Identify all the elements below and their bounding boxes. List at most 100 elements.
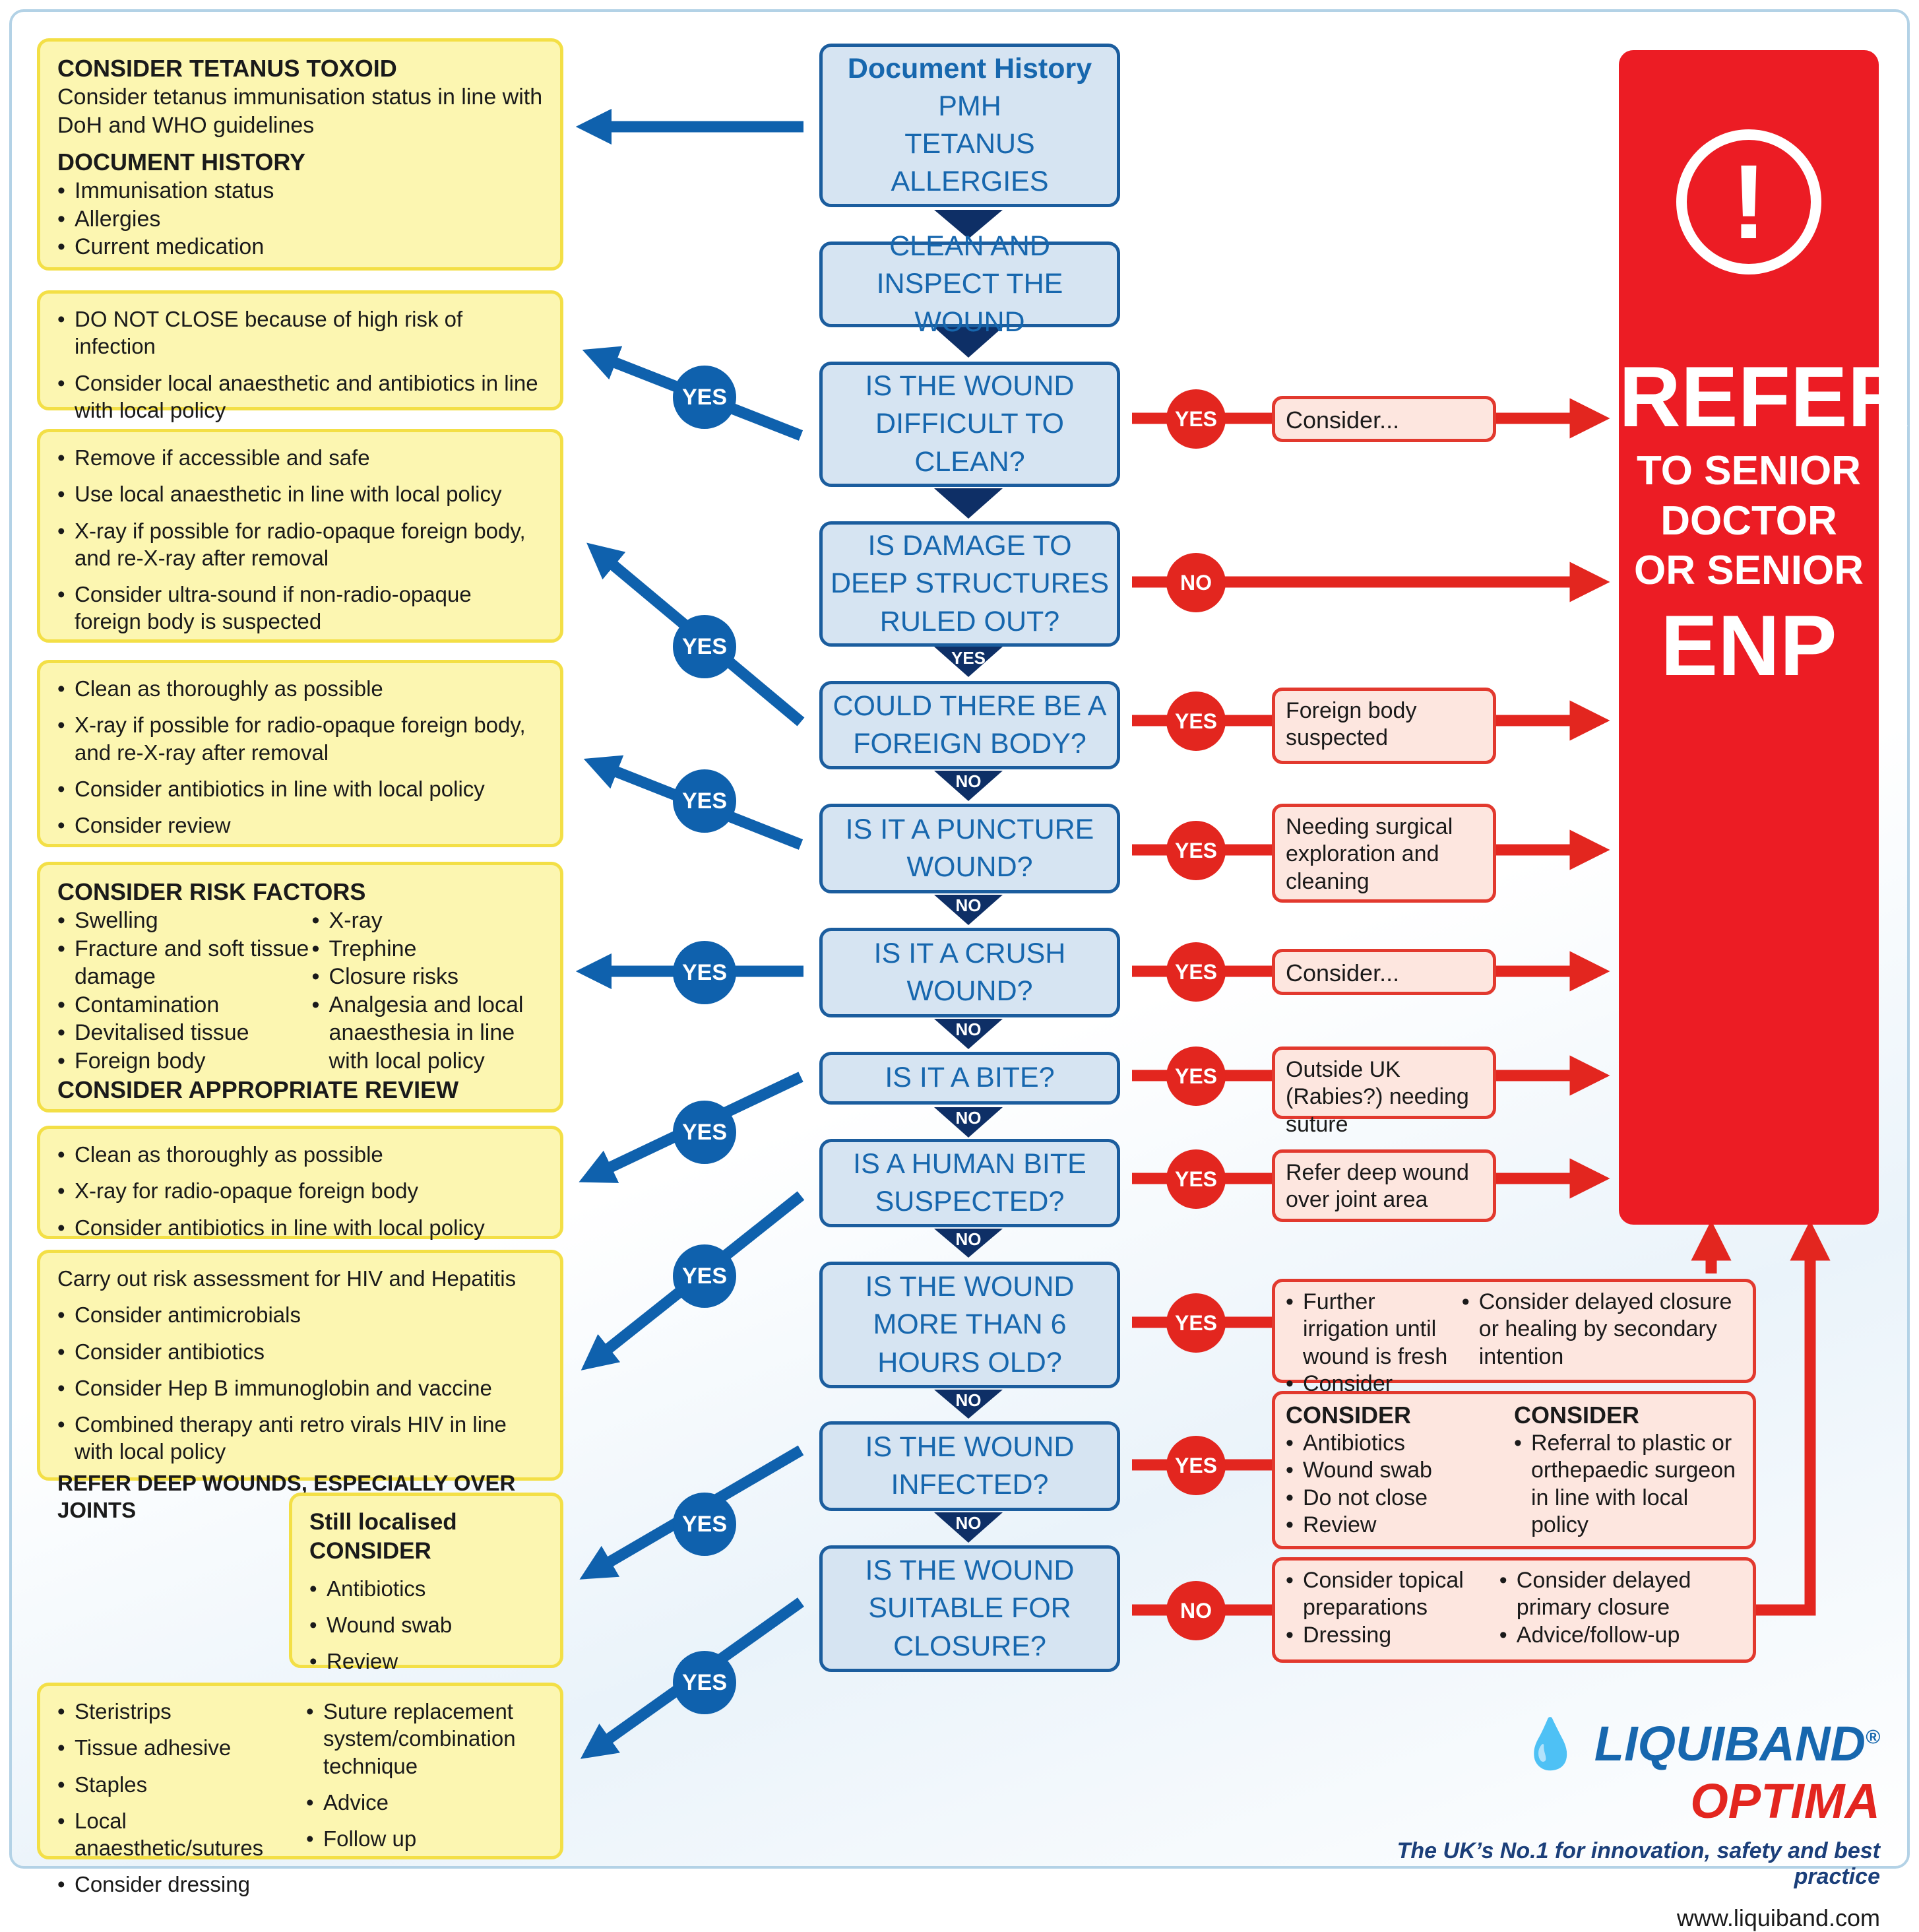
question-line: IS IT A PUNCTURE — [845, 813, 1094, 845]
list-item: Foreign body — [57, 1047, 312, 1076]
box-foreign-body-removal: Remove if accessible and safe Use local … — [37, 429, 563, 643]
yes-badge: YES — [1166, 1436, 1226, 1495]
no-badge: NO — [1166, 553, 1226, 612]
question-line: CLOSURE? — [893, 1630, 1046, 1662]
down-connector-9 — [934, 1229, 1003, 1258]
question-suitable-for-closure: IS THE WOUND SUITABLE FOR CLOSURE? — [819, 1545, 1120, 1672]
note-rabies: Outside UK (Rabies?) needing suture — [1272, 1046, 1496, 1137]
box-risk-factors: CONSIDER RISK FACTORS Swelling Fracture … — [37, 862, 563, 1112]
list-item: Consider review — [57, 812, 543, 839]
question-line: DEEP STRUCTURES — [830, 567, 1110, 600]
question-line: CLEAN AND — [889, 230, 1050, 263]
question-line: DIFFICULT TO — [875, 408, 1064, 440]
list-item: Dressing — [1286, 1622, 1499, 1650]
box-tetanus-history: CONSIDER TETANUS TOXOID Consider tetanus… — [37, 38, 563, 271]
list-item: Consider local anaesthetic and antibioti… — [57, 370, 543, 424]
box-heading: REFER DEEP WOUNDS, ESPECIALLY OVER JOINT… — [57, 1470, 516, 1522]
question-foreign-body: COULD THERE BE A FOREIGN BODY? — [819, 681, 1120, 769]
box-puncture-care: Clean as thoroughly as possible X-ray if… — [37, 660, 563, 847]
list-item: Consider ultra-sound if non-radio-opaque… — [57, 581, 543, 635]
list-item: Consider dressing — [57, 1871, 306, 1898]
list-item: Fracture and soft tissue damage — [57, 935, 312, 991]
box-closure-options: Steristrips Tissue adhesive Staples Loca… — [37, 1683, 563, 1898]
list-item: Consider antibiotics in line with local … — [57, 775, 543, 803]
list-item: Analgesia and local anaesthesia in line … — [312, 991, 543, 1076]
question-line: IS IT A CRUSH — [873, 937, 1066, 969]
list-item: Trephine — [312, 935, 543, 963]
list-item: Steristrips — [57, 1698, 306, 1725]
list-item: Antibiotics — [1286, 1430, 1514, 1458]
yes-badge: YES — [1166, 821, 1226, 880]
refer-line: DOCTOR — [1660, 498, 1837, 544]
list-item: Consider antibiotics — [57, 1338, 543, 1366]
question-line: IS A HUMAN BITE — [853, 1147, 1086, 1180]
yes-badge: YES — [673, 615, 736, 678]
question-line: TETANUS — [904, 128, 1035, 160]
list-item: Combined therapy anti retro virals HIV i… — [57, 1411, 543, 1465]
question-line: HOURS OLD? — [877, 1346, 1062, 1378]
list-item: Consider antimicrobials — [57, 1301, 543, 1329]
list-item: Antibiotics — [309, 1575, 543, 1603]
warning-icon: ! — [1676, 129, 1821, 274]
box-bite-care: Clean as thoroughly as possible X-ray fo… — [37, 1126, 563, 1241]
registered-mark: ® — [1865, 1726, 1880, 1749]
brand-logo: 💧 LIQUIBAND® OPTIMA The UK’s No.1 for in… — [1333, 1716, 1880, 1932]
question-difficult-to-clean: IS THE WOUND DIFFICULT TO CLEAN? — [819, 362, 1120, 487]
question-line: IS DAMAGE TO — [867, 530, 1072, 562]
list-item: Immunisation status — [57, 177, 543, 205]
down-connector-6 — [934, 895, 1003, 925]
question-more-than-6-hours: IS THE WOUND MORE THAN 6 HOURS OLD? — [819, 1262, 1120, 1388]
question-line: FOREIGN BODY? — [853, 728, 1086, 759]
yes-badge: YES — [1166, 942, 1226, 1002]
yes-badge: YES — [673, 769, 736, 833]
list-item: Review — [309, 1648, 543, 1675]
question-document-history: Document History PMH TETANUS ALLERGIES — [819, 44, 1120, 207]
down-connector-4 — [934, 647, 1003, 677]
list-item: Referral to plastic or orthepaedic surge… — [1514, 1430, 1742, 1539]
question-line: IS THE WOUND — [865, 370, 1075, 402]
connector-label-no: NO — [955, 771, 982, 791]
connector-label-no: NO — [955, 1019, 982, 1039]
question-line: INFECTED? — [891, 1469, 1049, 1500]
list-item: Consider topical preparations — [1286, 1567, 1499, 1622]
down-connector-7 — [934, 1019, 1003, 1049]
drop-icon: 💧 — [1520, 1716, 1581, 1771]
box-text: Carry out risk assessment for HIV and He… — [57, 1266, 517, 1291]
list-item: Wound swab — [309, 1611, 543, 1639]
list-item: Further irrigation until wound is fresh — [1286, 1289, 1462, 1370]
question-deep-structures: IS DAMAGE TO DEEP STRUCTURES RULED OUT? — [819, 521, 1120, 647]
question-line: ALLERGIES — [891, 166, 1049, 198]
box-heading: CONSIDER TETANUS TOXOID — [57, 55, 397, 82]
note-infected: CONSIDER Antibiotics Wound swab Do not c… — [1272, 1391, 1756, 1549]
list-item: Consider delayed closure or healing by s… — [1462, 1289, 1742, 1370]
arrow-up-2 — [1752, 1220, 1831, 1616]
connector-label-no: NO — [955, 1108, 982, 1128]
question-title: Document History — [847, 52, 1092, 84]
list-item: DO NOT CLOSE because of high risk of inf… — [57, 306, 543, 360]
yes-badge: YES — [1166, 692, 1226, 751]
question-infected: IS THE WOUND INFECTED? — [819, 1421, 1120, 1511]
yes-badge: YES — [673, 1244, 736, 1308]
question-line: WOUND? — [906, 975, 1033, 1007]
connector-label-no: NO — [955, 1390, 982, 1410]
note-not-suitable: Consider topical preparations Dressing C… — [1272, 1557, 1756, 1663]
note-foreign-body: Foreign body suspected — [1272, 688, 1496, 764]
yes-badge: YES — [673, 1493, 736, 1556]
question-line: SUSPECTED? — [875, 1186, 1065, 1217]
list-item: Local anaesthetic/sutures — [57, 1807, 306, 1862]
list-item: Remove if accessible and safe — [57, 444, 543, 472]
yes-badge: YES — [673, 1101, 736, 1164]
down-connector-3 — [934, 488, 1003, 519]
yes-badge: YES — [673, 941, 736, 1004]
list-item: Suture replacement system/combination te… — [306, 1698, 543, 1780]
down-connector-5 — [934, 771, 1003, 801]
no-badge: NO — [1166, 1581, 1226, 1640]
website-link[interactable]: www.liquiband.com — [1676, 1904, 1880, 1931]
list-item: Advice — [306, 1789, 543, 1817]
note-old-wound: Further irrigation until wound is fresh … — [1272, 1279, 1756, 1424]
down-connector-8 — [934, 1107, 1003, 1138]
question-line: RULED OUT? — [879, 605, 1060, 637]
connector-label-no: NO — [955, 1229, 982, 1249]
box-heading: CONSIDER APPROPRIATE REVIEW — [57, 1076, 459, 1103]
refer-enp: ENP — [1660, 596, 1837, 693]
